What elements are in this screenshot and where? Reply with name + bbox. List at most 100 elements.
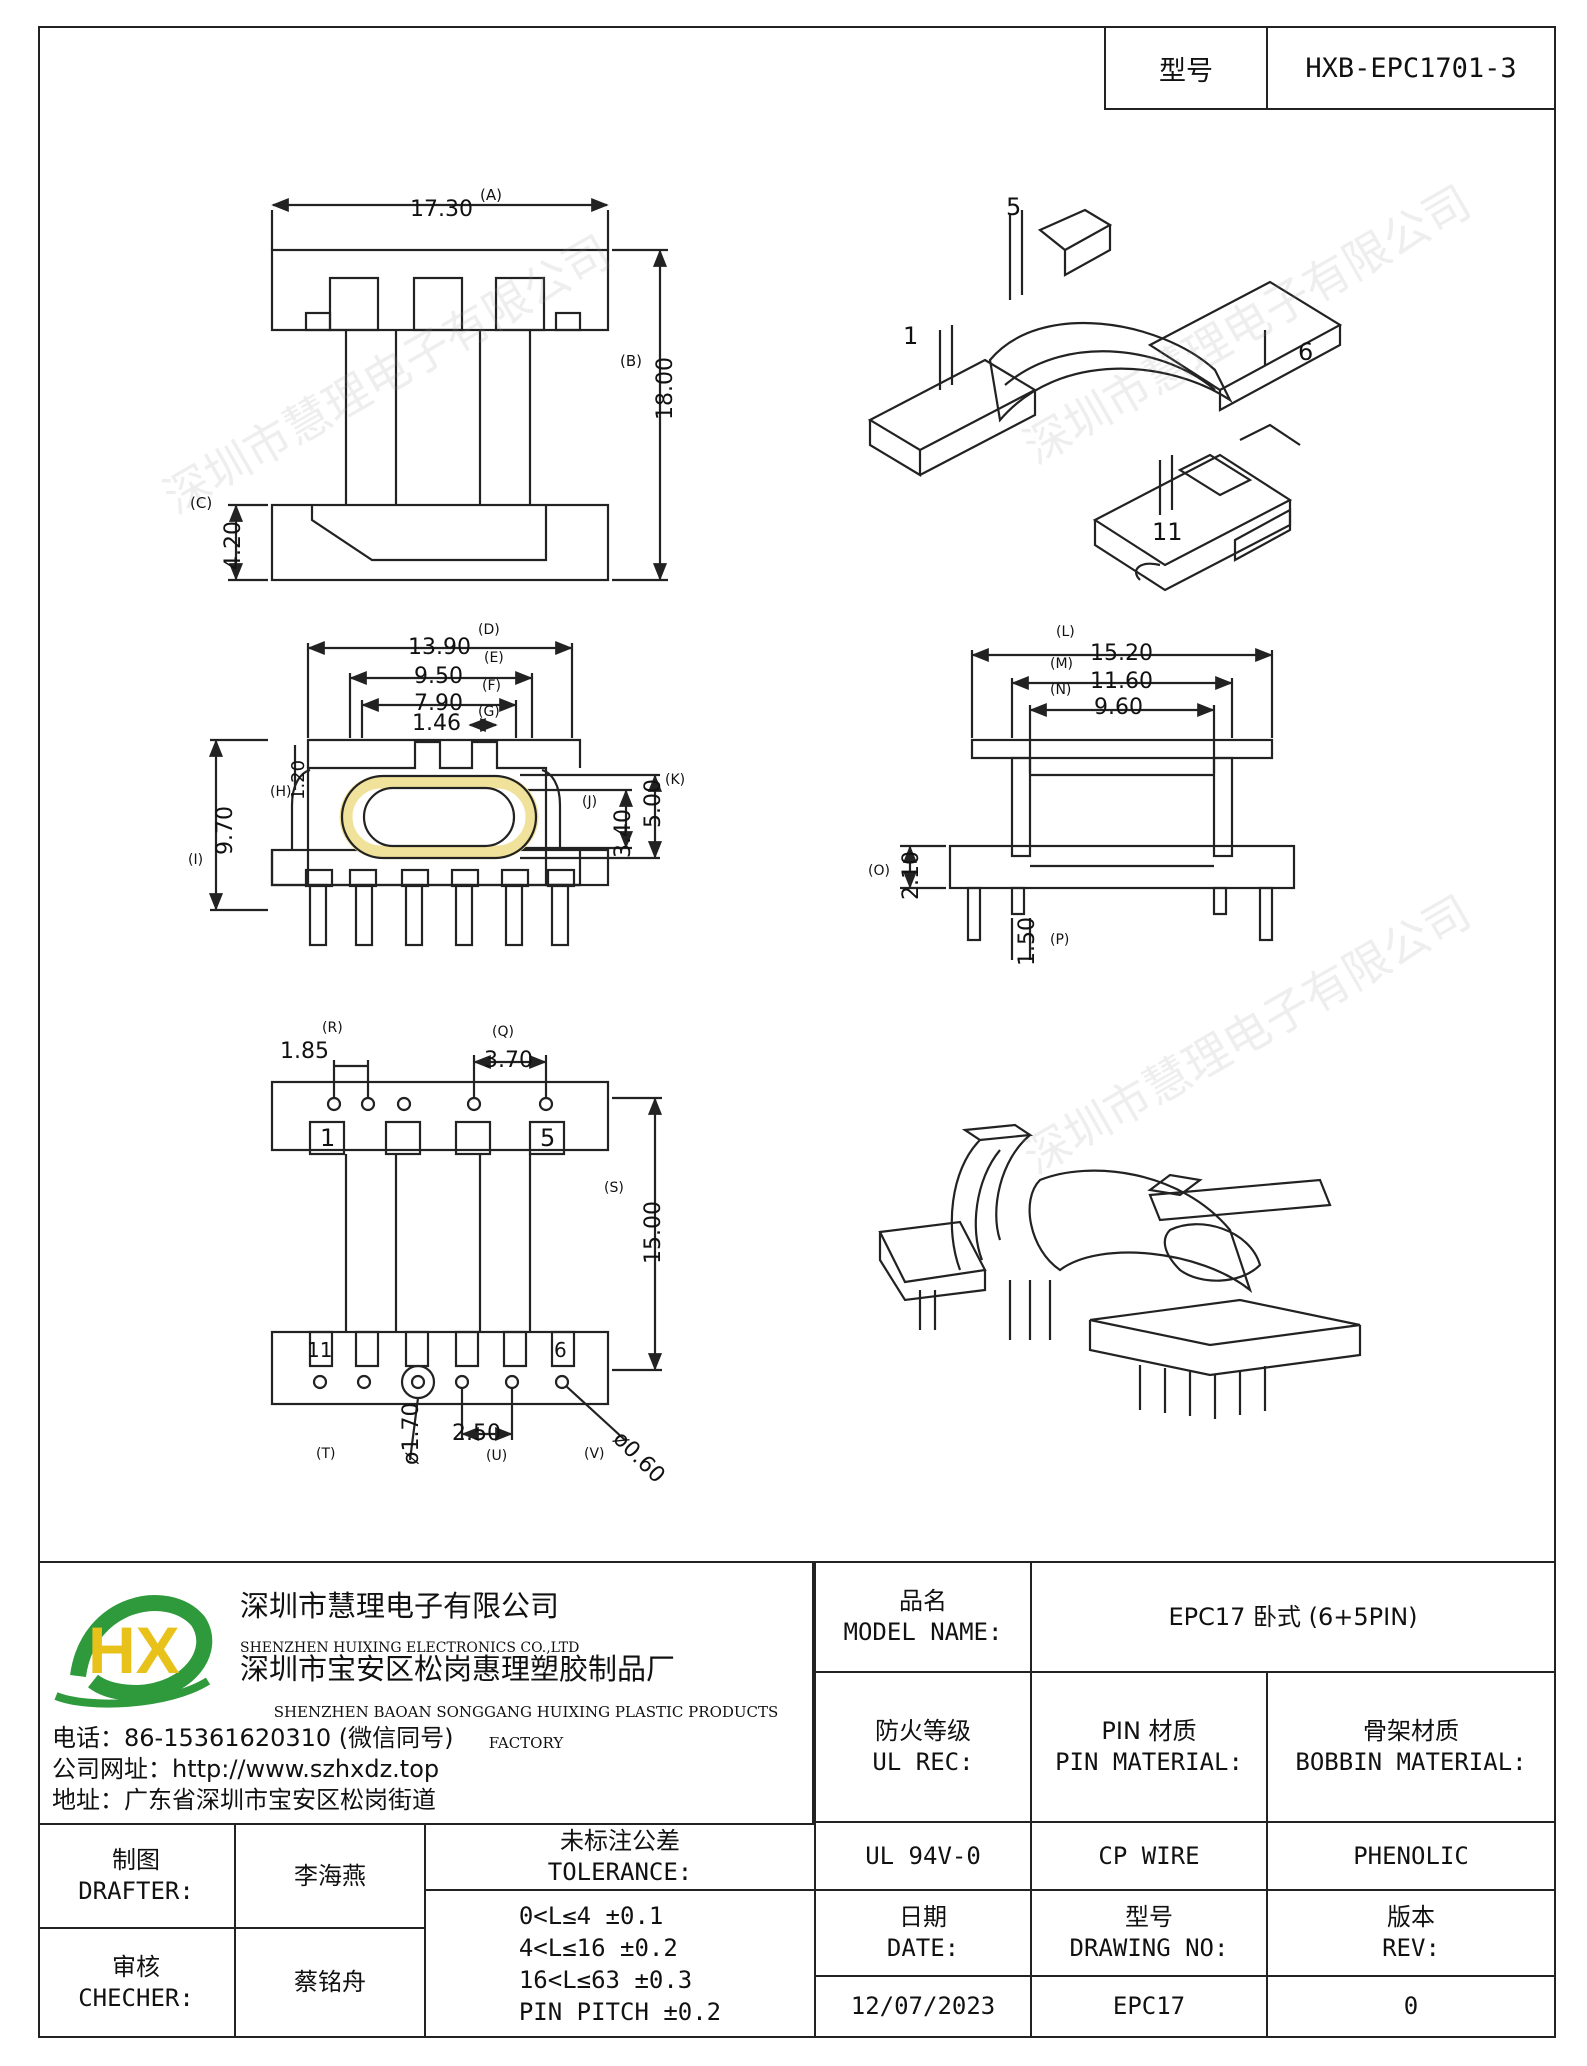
date-en: DATE: [886, 1934, 960, 1962]
tolerance-line-4: PIN PITCH ±0.2 [518, 1997, 722, 2026]
drafter-label: 制图 DRAFTER: [38, 1825, 236, 1929]
iso-pin-5: 5 [1006, 193, 1021, 221]
bobbin-material-label: 骨架材质 BOBBIN MATERIAL: [1268, 1673, 1556, 1823]
model-name-value: EPC17 卧式 (6+5PIN) [1032, 1563, 1556, 1673]
dim-H: 1.20 [288, 760, 309, 800]
dim-U: 2.50 [452, 1421, 501, 1446]
pin-material-value: CP WIRE [1032, 1823, 1268, 1891]
dim-E-letter: (E) [484, 650, 504, 666]
model-name-en: MODEL NAME: [843, 1618, 1003, 1646]
front-view [208, 640, 663, 947]
model-value: HXB-EPC1701-3 [1305, 52, 1517, 84]
dim-B: 18.00 [653, 357, 678, 420]
dim-U-letter: (U) [486, 1448, 507, 1464]
drawing-no-value: EPC17 [1032, 1977, 1268, 2038]
bottom-pin-6: 6 [554, 1338, 567, 1362]
dim-N-letter: (N) [1050, 682, 1071, 698]
model-name-label: 品名 MODEL NAME: [816, 1563, 1032, 1673]
dim-Q-letter: (Q) [492, 1024, 514, 1040]
drawing-no-cn: 型号 [1125, 1903, 1173, 1931]
company-area: HX 深圳市慧理电子有限公司 SHENZHEN HUIXING ELECTRON… [38, 1561, 814, 1823]
tolerance-values: 0<L≤4 ±0.1 4<L≤16 ±0.2 16<L≤63 ±0.3 PIN … [426, 1891, 816, 2038]
company-website[interactable]: 公司网址：http://www.szhxdz.top [52, 1755, 440, 1783]
model-header: 型号 HXB-EPC1701-3 [1104, 26, 1556, 110]
dim-M-letter: (M) [1050, 656, 1073, 672]
bottom-pin-5: 5 [540, 1124, 555, 1152]
dim-P-letter: (P) [1050, 932, 1069, 948]
drafter-name: 李海燕 [236, 1825, 426, 1929]
dim-R-letter: (R) [322, 1020, 343, 1036]
pin-material-cn: PIN 材质 [1101, 1717, 1197, 1745]
tolerance-line-1: 0<L≤4 ±0.1 [518, 1901, 664, 1930]
revision-cn: 版本 [1387, 1903, 1435, 1931]
dim-N: 9.60 [1094, 695, 1143, 720]
dim-L-letter: (L) [1056, 624, 1075, 640]
factory-name-en: SHENZHEN BAOAN SONGGANG HUIXING PLASTIC … [273, 1703, 779, 1752]
dim-I-letter: (I) [188, 852, 203, 868]
tolerance-en: TOLERANCE: [547, 1858, 693, 1886]
tolerance-cn: 未标注公差 [560, 1827, 680, 1855]
iso-pin-6: 6 [1298, 338, 1313, 366]
drawing-no-label: 型号 DRAWING NO: [1032, 1891, 1268, 1977]
drafter-cn: 制图 [112, 1846, 160, 1874]
bobbin-material-en: BOBBIN MATERIAL: [1295, 1748, 1527, 1776]
dim-V: ø0.60 [608, 1427, 670, 1489]
tolerance-line-2: 4<L≤16 ±0.2 [518, 1933, 678, 1962]
dim-P: 1.50 [1015, 917, 1040, 966]
bottom-pin-11: 11 [307, 1338, 332, 1362]
dim-D: 13.90 [408, 635, 471, 660]
iso-view-top [867, 208, 1343, 592]
factory-name-cn: 深圳市宝安区松岗惠理塑胶制品厂 [240, 1652, 676, 1686]
dim-R: 1.85 [280, 1039, 329, 1064]
fire-rating-cn: 防火等级 [875, 1717, 971, 1745]
model-label: 型号 [1106, 28, 1268, 108]
dim-G-letter: (G) [478, 704, 500, 720]
dim-F-letter: (F) [482, 678, 501, 694]
dim-S: 15.00 [641, 1201, 666, 1264]
dim-O: 2.10 [899, 851, 924, 900]
dim-V-letter: (V) [584, 1446, 605, 1462]
dim-J: 3.40 [611, 809, 636, 858]
dim-L: 15.20 [1090, 641, 1153, 666]
dim-G: 1.46 [412, 711, 461, 736]
logo-text: HX [88, 1613, 180, 1687]
iso-pin-11: 11 [1152, 518, 1183, 546]
dim-T-letter: (T) [316, 1446, 335, 1462]
top-view [228, 197, 668, 582]
bobbin-material-cn: 骨架材质 [1363, 1717, 1459, 1745]
date-cn: 日期 [899, 1903, 947, 1931]
fire-rating-en: UL REC: [872, 1748, 974, 1776]
side-view [900, 647, 1296, 960]
revision-label: 版本 REV: [1268, 1891, 1556, 1977]
date-label: 日期 DATE: [816, 1891, 1032, 1977]
dim-A: 17.30 [410, 197, 473, 222]
company-name-cn: 深圳市慧理电子有限公司 [240, 1589, 560, 1623]
dim-T: ø1.70 [399, 1403, 424, 1465]
revision-en: REV: [1382, 1934, 1440, 1962]
pin-material-en: PIN MATERIAL: [1055, 1748, 1243, 1776]
dim-C: 4.20 [221, 521, 246, 570]
technical-drawing: 17.30 (A) 18.00 (B) 4.20 (C) 5 1 6 11 13… [188, 186, 1362, 1489]
dim-M: 11.60 [1090, 669, 1153, 694]
bobbin-material-value: PHENOLIC [1268, 1823, 1556, 1891]
dim-C-letter: (C) [190, 494, 212, 512]
checker-en: CHECHER: [78, 1983, 194, 2012]
dim-K-letter: (K) [665, 772, 685, 788]
revision-value: 0 [1268, 1977, 1556, 2038]
fire-rating-value: UL 94V-0 [816, 1823, 1032, 1891]
company-logo: HX [54, 1595, 213, 1708]
company-name-en: SHENZHEN HUIXING ELECTRONICS CO.,LTD [240, 1640, 580, 1656]
company-phone: 电话：86-15361620310 (微信同号) [52, 1724, 454, 1752]
drafter-en: DRAFTER: [78, 1877, 194, 1905]
dim-D-letter: (D) [478, 622, 500, 638]
dim-B-letter: (B) [620, 352, 642, 370]
title-block: HX 深圳市慧理电子有限公司 SHENZHEN HUIXING ELECTRON… [38, 1561, 1556, 2038]
dim-F: 7.90 [414, 691, 463, 716]
iso-view-bottom [878, 1123, 1362, 1419]
iso-pin-1: 1 [903, 322, 918, 350]
model-name-cn: 品名 [899, 1587, 947, 1615]
checker-label: 审核 CHECHER: [38, 1929, 236, 2038]
date-value: 12/07/2023 [816, 1977, 1032, 2038]
tolerance-line-3: 16<L≤63 ±0.3 [518, 1965, 693, 1994]
dim-H-letter: (H) [270, 784, 291, 800]
